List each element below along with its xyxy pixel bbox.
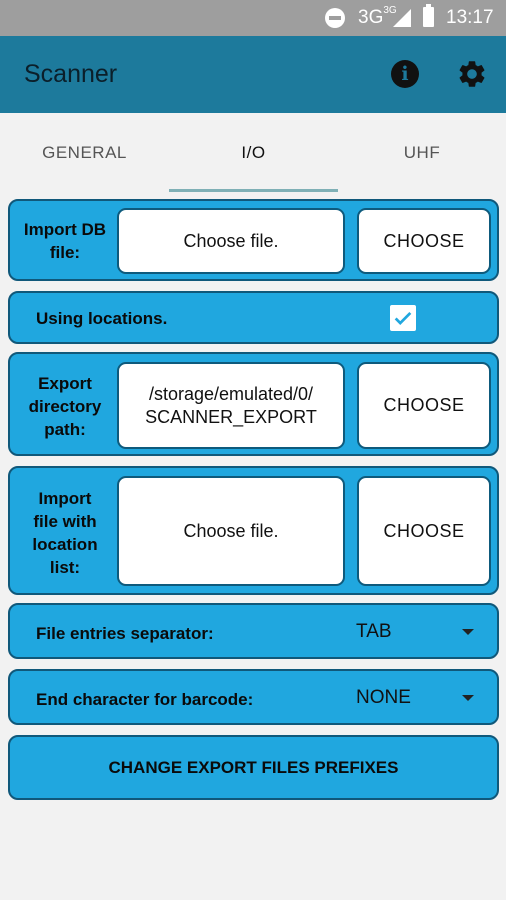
separator-dropdown-arrow-icon[interactable] bbox=[462, 629, 474, 635]
locations-card: Using locations. bbox=[8, 291, 499, 344]
app-bar: Scanner i bbox=[0, 36, 506, 113]
status-bar: 3G3G 13:17 bbox=[0, 0, 506, 36]
separator-value[interactable]: TAB bbox=[356, 621, 392, 642]
import-locations-card: Import file with location list: Choose f… bbox=[8, 466, 499, 595]
tab-general[interactable]: GENERAL bbox=[42, 143, 127, 162]
network-type-label: 3G bbox=[358, 7, 384, 28]
export-dir-card: Export directory path: /storage/emulated… bbox=[8, 352, 499, 456]
separator-card[interactable]: File entries separator: TAB bbox=[8, 603, 499, 659]
export-dir-choose-button[interactable]: CHOOSE bbox=[357, 362, 491, 449]
signal-icon bbox=[393, 9, 411, 27]
separator-label: File entries separator: bbox=[36, 624, 214, 643]
end-char-card[interactable]: End character for barcode: NONE bbox=[8, 669, 499, 725]
change-prefixes-button[interactable]: CHANGE EXPORT FILES PREFIXES bbox=[8, 735, 499, 800]
export-dir-label: Export directory path: bbox=[28, 374, 102, 439]
info-icon[interactable]: i bbox=[391, 60, 419, 88]
tab-indicator bbox=[169, 189, 338, 192]
status-time: 13:17 bbox=[446, 7, 494, 28]
battery-icon bbox=[423, 4, 434, 27]
end-char-label: End character for barcode: bbox=[36, 690, 254, 709]
import-locations-choose-button[interactable]: CHOOSE bbox=[357, 476, 491, 586]
tab-bar: GENERAL I/O UHF bbox=[0, 113, 506, 193]
import-locations-file-field[interactable]: Choose file. bbox=[117, 476, 345, 586]
locations-label: Using locations. bbox=[36, 309, 168, 328]
network-type: 3G3G bbox=[358, 5, 397, 29]
import-db-card: Import DB file: Choose file. CHOOSE bbox=[8, 199, 499, 281]
app-title: Scanner bbox=[24, 60, 118, 88]
import-db-file-field[interactable]: Choose file. bbox=[117, 208, 345, 274]
tab-io[interactable]: I/O bbox=[241, 143, 266, 162]
end-char-value[interactable]: NONE bbox=[356, 687, 411, 708]
export-dir-path-field[interactable]: /storage/emulated/0/ SCANNER_EXPORT bbox=[117, 362, 345, 449]
import-locations-label: Import file with location list: bbox=[32, 489, 98, 577]
network-type-sup: 3G bbox=[383, 5, 397, 16]
gear-icon[interactable] bbox=[456, 58, 488, 90]
import-db-choose-button[interactable]: CHOOSE bbox=[357, 208, 491, 274]
do-not-disturb-icon bbox=[325, 8, 345, 28]
checkmark-icon bbox=[394, 311, 412, 325]
tab-uhf[interactable]: UHF bbox=[403, 143, 441, 162]
end-char-dropdown-arrow-icon[interactable] bbox=[462, 695, 474, 701]
locations-checkbox[interactable] bbox=[390, 305, 416, 331]
import-db-label: Import DB file: bbox=[23, 220, 107, 262]
